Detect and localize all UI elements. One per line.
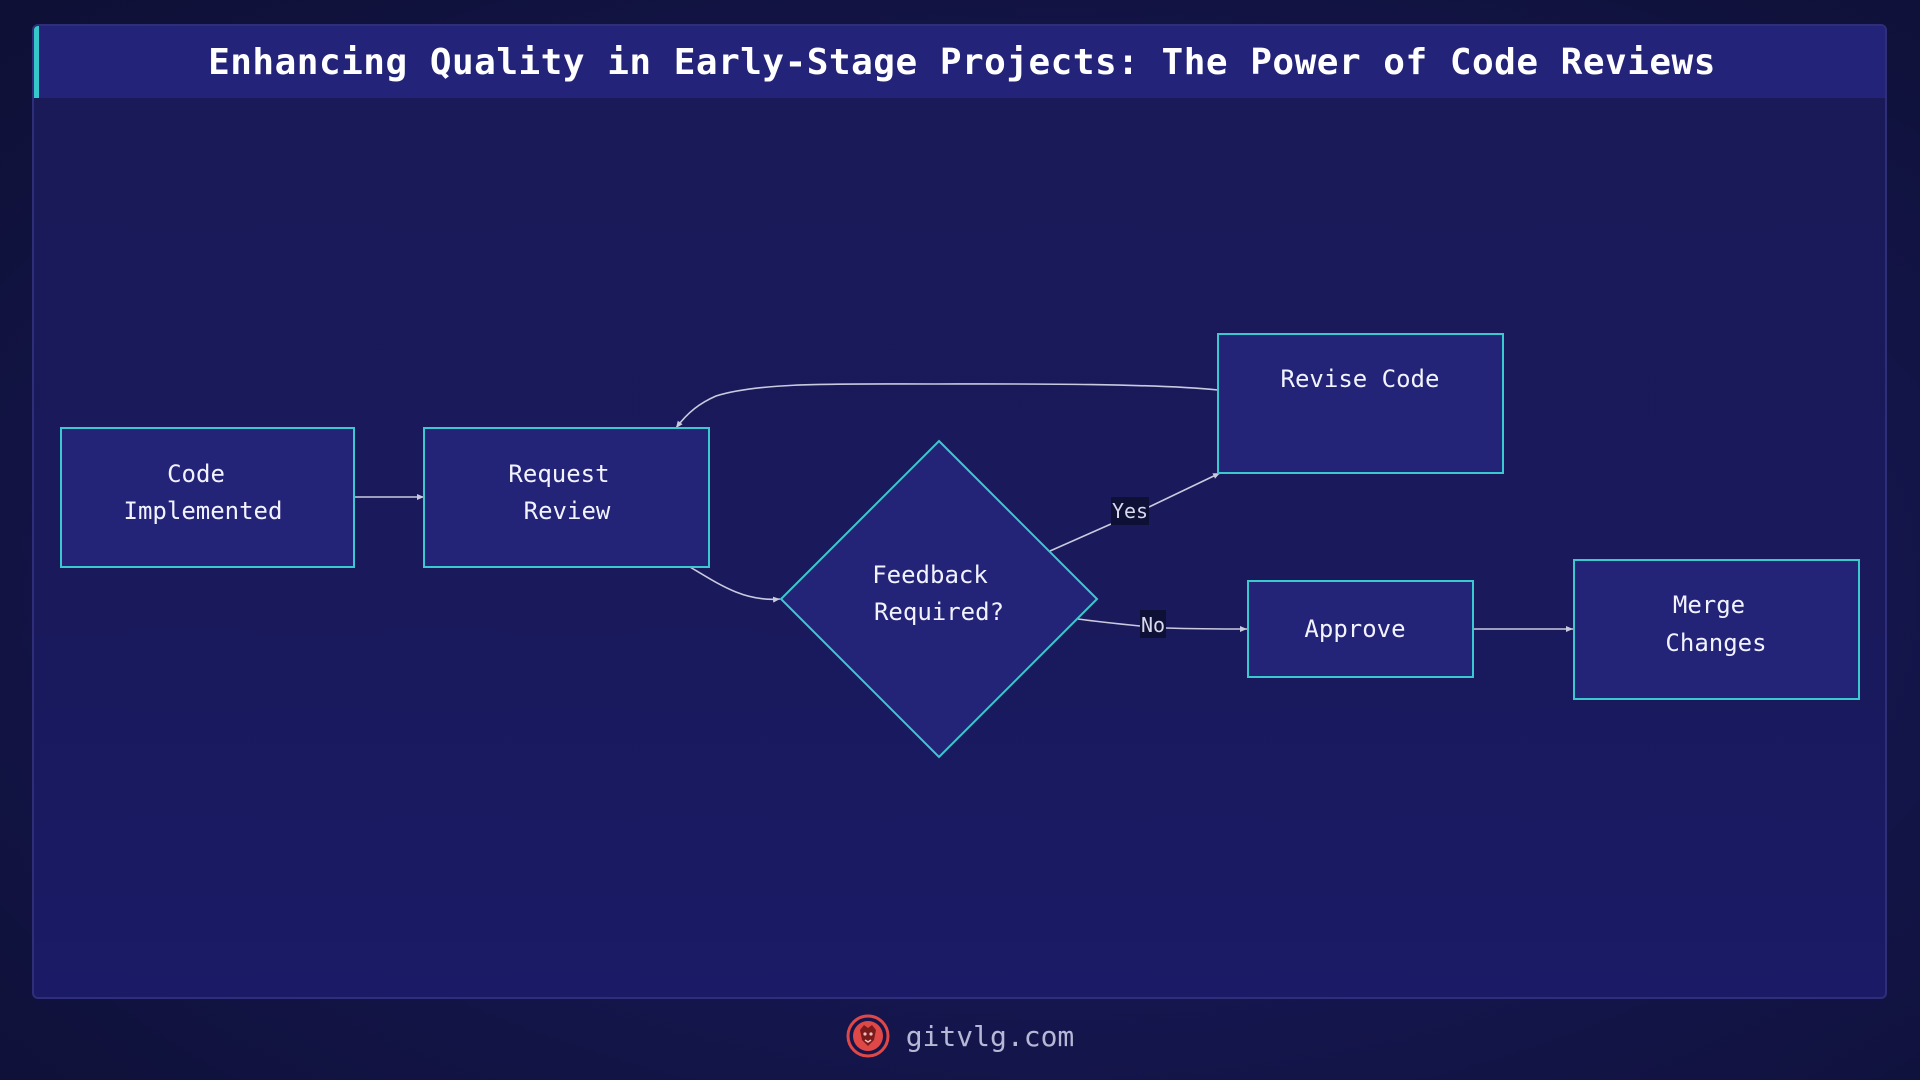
node-feedback-required: Feedback Required? bbox=[779, 439, 1099, 759]
node-revise-code: Revise Code bbox=[1217, 333, 1504, 474]
svg-text:Approve: Approve bbox=[1304, 615, 1405, 643]
edge-request-to-feedback bbox=[689, 566, 781, 603]
footer: gitvlg.com bbox=[0, 1008, 1920, 1064]
node-code-implemented: Code Implemented bbox=[60, 427, 355, 568]
svg-text:Implemented: Implemented bbox=[124, 497, 283, 525]
edge-feedback-to-approve bbox=[1077, 618, 1247, 629]
edge-feedback-to-revise bbox=[1049, 473, 1220, 552]
svg-text:Feedback: Feedback bbox=[872, 561, 988, 589]
svg-text:Yes: Yes bbox=[1112, 499, 1148, 523]
svg-text:No: No bbox=[1141, 613, 1165, 637]
svg-text:Revise Code: Revise Code bbox=[1281, 365, 1440, 393]
edge-label-yes: Yes bbox=[1111, 497, 1149, 525]
lion-logo-icon bbox=[846, 1014, 890, 1058]
footer-site-link[interactable]: gitvlg.com bbox=[905, 1019, 1075, 1053]
node-request-review: Request Review bbox=[423, 427, 710, 568]
page-title: Enhancing Quality in Early-Stage Project… bbox=[208, 41, 1716, 83]
svg-text:Review: Review bbox=[524, 497, 611, 525]
node-merge-changes: Merge Changes bbox=[1573, 559, 1860, 700]
svg-text:Required?: Required? bbox=[874, 598, 1004, 626]
title-bar: Enhancing Quality in Early-Stage Project… bbox=[34, 26, 1885, 98]
svg-text:Merge: Merge bbox=[1673, 591, 1745, 619]
svg-text:Code: Code bbox=[167, 460, 225, 488]
edge-revise-to-request bbox=[675, 383, 1219, 429]
svg-text:Request: Request bbox=[508, 460, 609, 488]
node-approve: Approve bbox=[1247, 580, 1474, 678]
edge-label-no: No bbox=[1140, 610, 1166, 638]
svg-text:Changes: Changes bbox=[1665, 629, 1766, 657]
edges bbox=[354, 383, 1573, 629]
